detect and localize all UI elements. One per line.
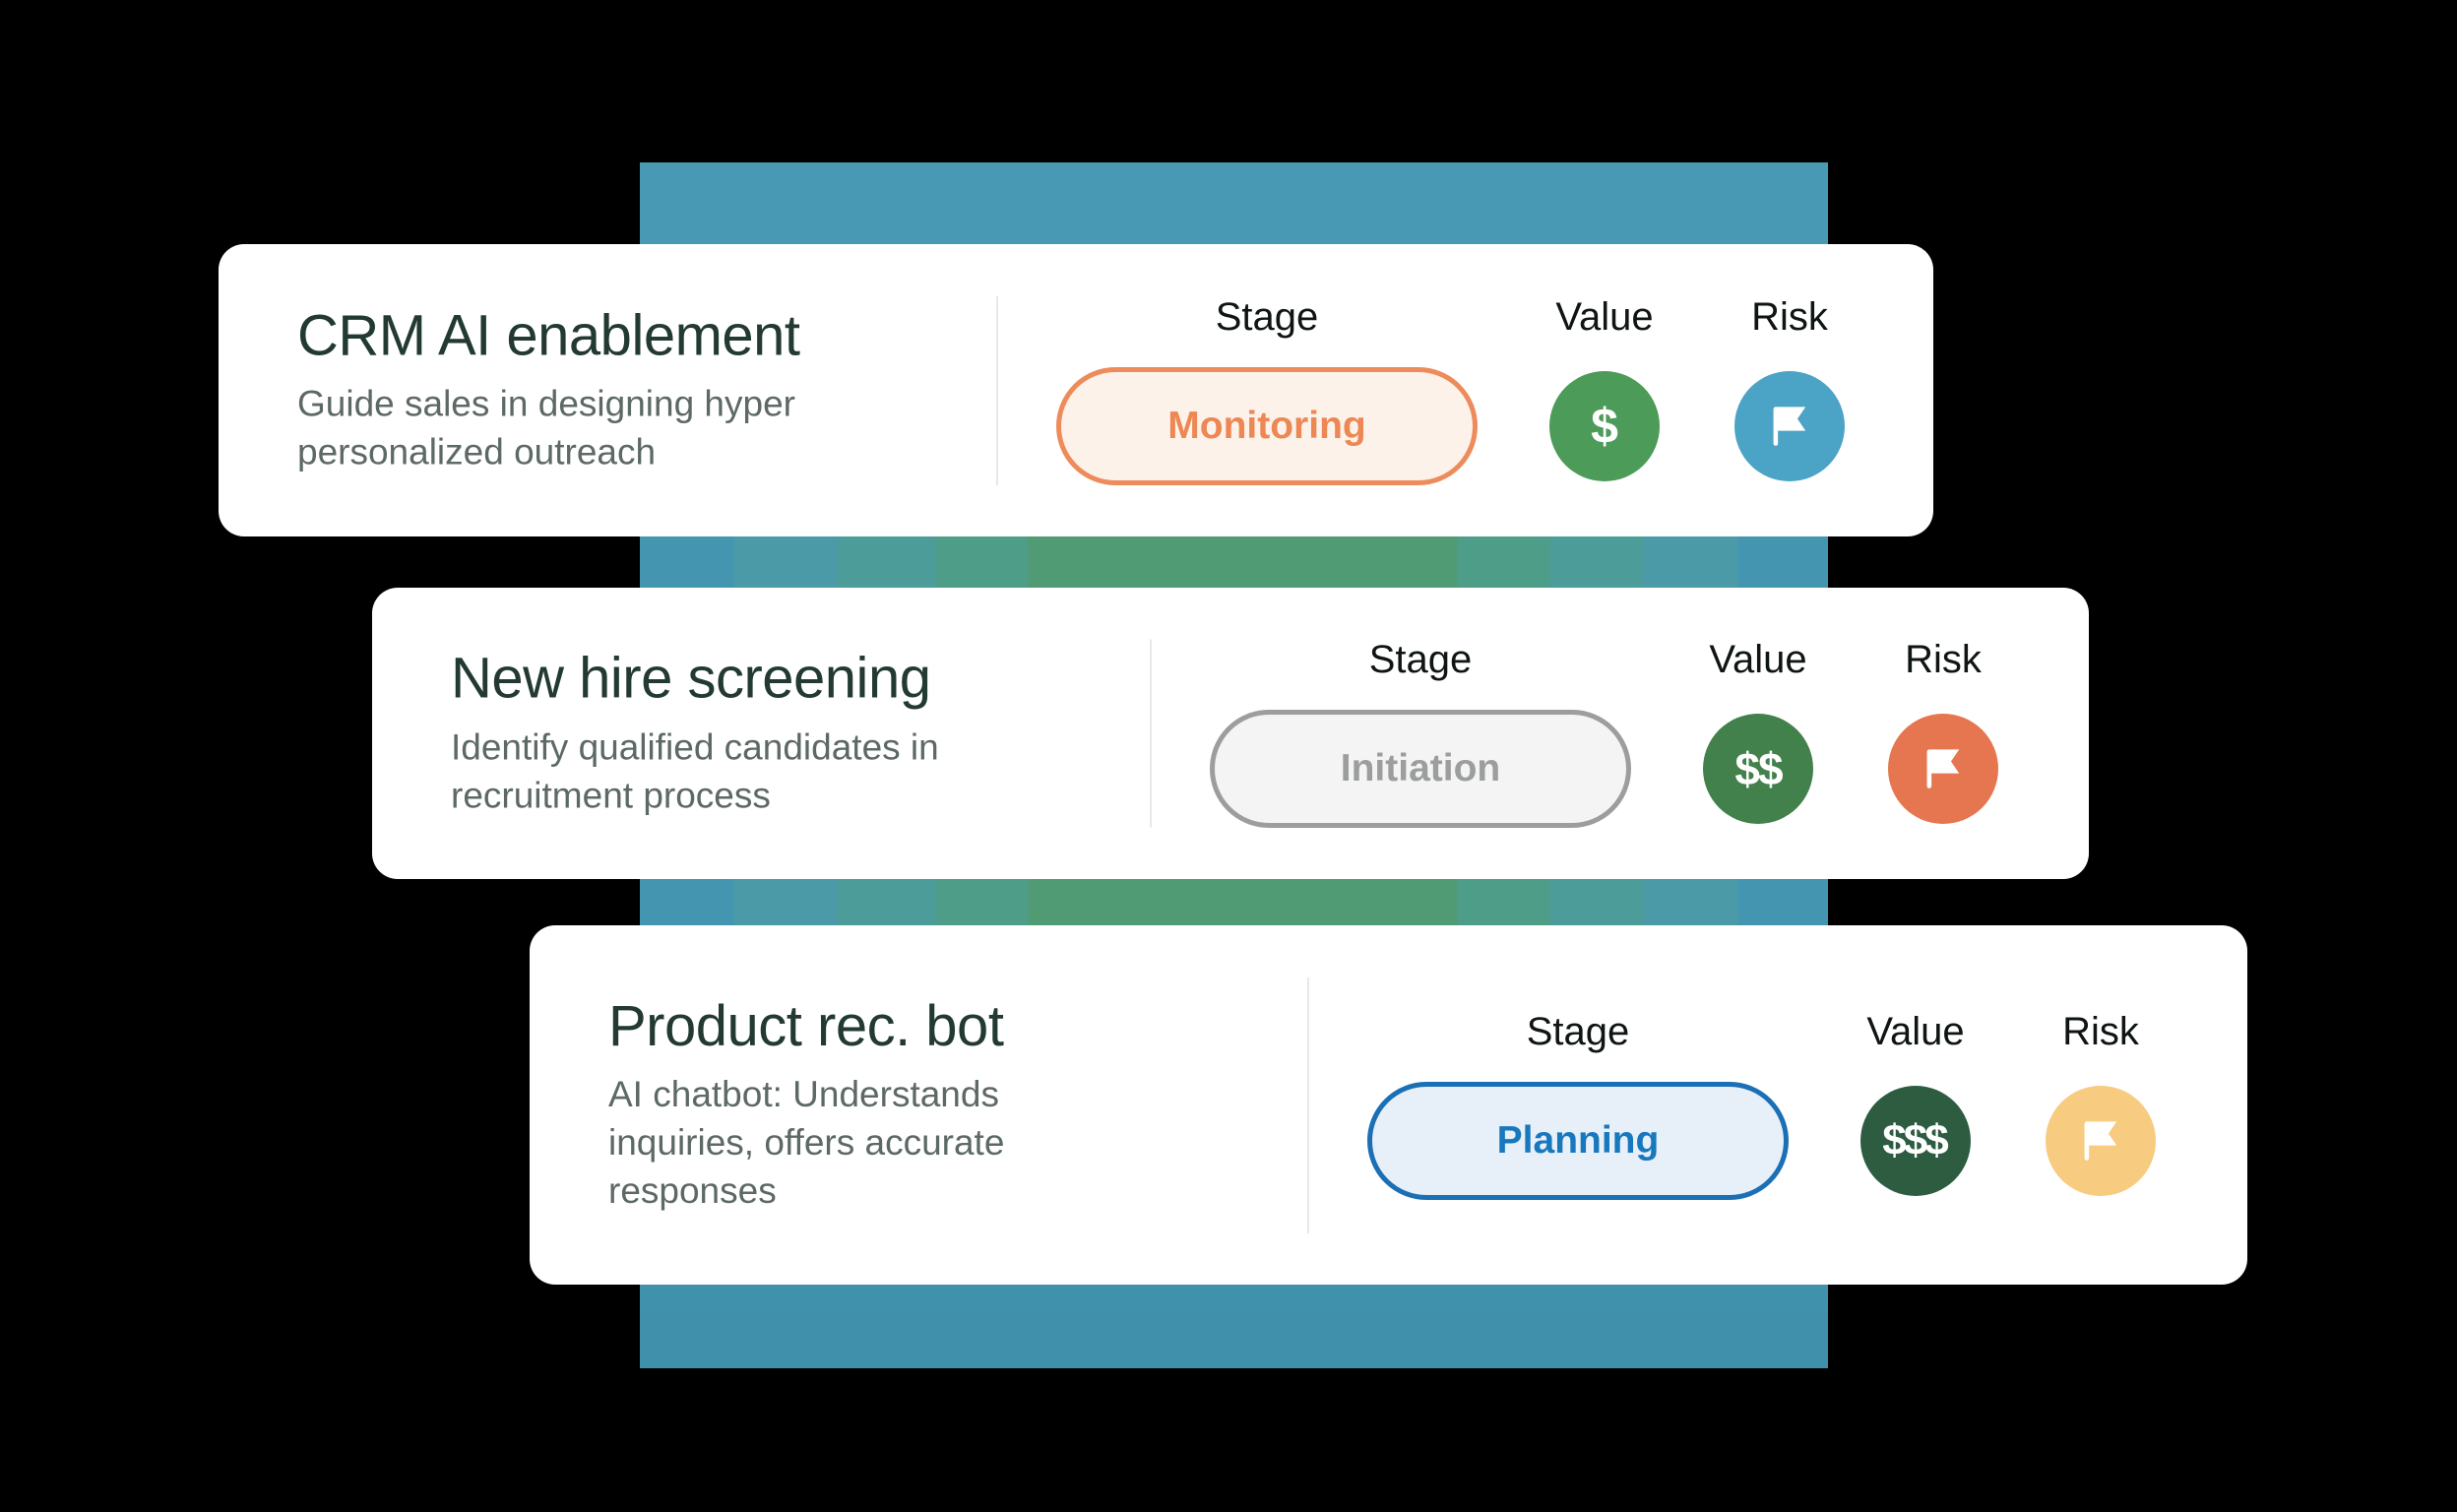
value-column: Value $$$ xyxy=(1858,1011,1973,1200)
gradient-strip xyxy=(640,877,1828,927)
card-metrics: Stage Monitoring Value $ Risk xyxy=(1055,244,1847,536)
card-description: Guide sales in designing hyper personali… xyxy=(297,383,795,472)
card-title: CRM AI enablement xyxy=(297,302,800,367)
risk-badge xyxy=(1888,714,1998,824)
use-case-card-crm-ai-enablement: CRM AI enablement Guide sales in designi… xyxy=(219,244,1933,536)
dollar-icon: $ xyxy=(1591,398,1618,454)
stage-pill: Initiation xyxy=(1210,710,1631,828)
card-description: AI chatbot: Understands inquiries, offer… xyxy=(608,1074,1005,1211)
stage-label: Stage xyxy=(1368,638,1473,681)
vertical-divider xyxy=(1150,639,1152,828)
value-column: Value $ xyxy=(1547,296,1662,485)
stage-label: Stage xyxy=(1526,1009,1630,1053)
card-title: Product rec. bot xyxy=(608,993,1004,1058)
value-column: Value $$ xyxy=(1701,639,1815,828)
risk-label: Risk xyxy=(1905,638,1982,681)
risk-badge xyxy=(2046,1085,2156,1196)
vertical-divider xyxy=(1307,976,1309,1233)
flag-icon xyxy=(1926,749,1960,788)
gradient-strip xyxy=(640,535,1828,590)
card-metrics: Stage Initiation Value $$ Risk xyxy=(1209,588,2000,879)
stage-column: Stage Monitoring xyxy=(1055,296,1479,485)
card-description: Identify qualified candidates in recruit… xyxy=(451,726,939,815)
value-label: Value xyxy=(1555,294,1654,339)
flag-icon xyxy=(1773,406,1806,446)
flag-icon xyxy=(2084,1120,2117,1161)
risk-label: Risk xyxy=(1751,294,1828,339)
risk-badge xyxy=(1734,370,1845,481)
risk-column: Risk xyxy=(1886,639,2000,828)
risk-label: Risk xyxy=(2062,1009,2139,1053)
stage-pill: Monitoring xyxy=(1056,366,1478,485)
stage-column: Stage Initiation xyxy=(1209,639,1632,828)
card-metrics: Stage Planning Value $$$ Risk xyxy=(1366,925,2158,1285)
stage-label: Stage xyxy=(1215,294,1319,339)
risk-column: Risk xyxy=(1732,296,1847,485)
card-text-block: Product rec. bot AI chatbot: Understands… xyxy=(608,994,1248,1215)
stage-column: Stage Planning xyxy=(1366,1011,1790,1200)
use-case-card-new-hire-screening: New hire screening Identify qualified ca… xyxy=(372,588,2089,879)
value-badge: $ xyxy=(1549,370,1660,481)
stage-pill: Planning xyxy=(1367,1081,1789,1200)
value-badge: $$ xyxy=(1703,714,1813,824)
risk-column: Risk xyxy=(2044,1011,2158,1200)
card-title: New hire screening xyxy=(451,646,931,711)
card-text-block: CRM AI enablement Guide sales in designi… xyxy=(297,302,937,476)
dollar-icon: $$$ xyxy=(1882,1115,1948,1165)
dollar-icon: $$ xyxy=(1734,743,1783,794)
value-badge: $$$ xyxy=(1860,1085,1971,1196)
value-label: Value xyxy=(1709,638,1807,681)
card-text-block: New hire screening Identify qualified ca… xyxy=(451,647,1091,819)
value-label: Value xyxy=(1866,1009,1965,1053)
vertical-divider xyxy=(996,295,998,485)
use-case-card-product-rec-bot: Product rec. bot AI chatbot: Understands… xyxy=(530,925,2247,1285)
